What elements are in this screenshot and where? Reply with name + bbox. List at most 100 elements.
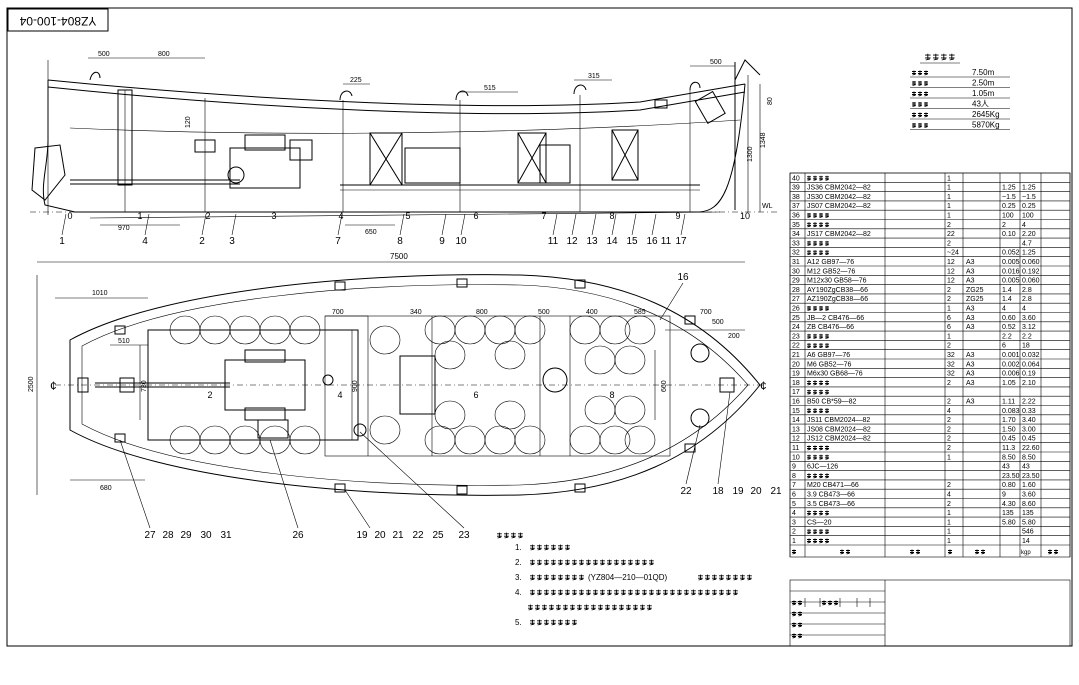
cell-total-weight: 546 bbox=[1022, 529, 1034, 536]
leader-number: 21 bbox=[770, 486, 782, 497]
particular-value: 5870Kg bbox=[972, 121, 1000, 130]
table-row: 17 bbox=[792, 389, 829, 396]
cell-material: ZG25 bbox=[966, 296, 984, 303]
cell-total-weight: 4.7 bbox=[1022, 240, 1032, 247]
leader-number: 22 bbox=[412, 530, 424, 541]
cell-total-weight: 4 bbox=[1022, 222, 1026, 229]
cell-qty: 2 bbox=[947, 343, 951, 350]
cell-unit-weight: 0.25 bbox=[1002, 203, 1016, 210]
cell-unit-weight: 0.10 bbox=[1002, 231, 1016, 238]
leader-number: 16 bbox=[677, 272, 689, 283]
cell-no: 4 bbox=[792, 510, 796, 517]
dim-side-top-5: 315 bbox=[588, 73, 600, 80]
cell-no: 18 bbox=[792, 380, 800, 387]
cell-total-weight: 23.50 bbox=[1022, 473, 1040, 480]
dim-side-bottom-2: 650 bbox=[365, 229, 377, 236]
plan-dimension-lines bbox=[36, 275, 745, 495]
cell-no: 34 bbox=[792, 231, 800, 238]
dim-plan-top-2: 700 bbox=[332, 309, 344, 316]
title-block-glyph bbox=[792, 611, 802, 617]
cell-total-weight: 8.60 bbox=[1022, 501, 1036, 508]
cell-unit-weight: 0.083 bbox=[1002, 408, 1020, 415]
header-glyph bbox=[975, 549, 985, 555]
overall-length: 7500 bbox=[390, 252, 408, 261]
cell-no: 36 bbox=[792, 213, 800, 220]
cell-name: M12x30 GB58—76 bbox=[807, 278, 867, 285]
hull-outline-inner bbox=[81, 284, 749, 486]
drawing-number: YZ804-100-04 bbox=[19, 14, 96, 28]
cell-material: A3 bbox=[966, 371, 975, 378]
leader-number: 10 bbox=[455, 236, 467, 247]
cell-name: M20 CB471—66 bbox=[807, 482, 859, 489]
station-label: 8 bbox=[609, 211, 614, 221]
cell-qty: 2 bbox=[947, 482, 951, 489]
leader-number: 25 bbox=[432, 530, 444, 541]
cell-no: 1 bbox=[792, 538, 796, 545]
dim-side-top-3: 225 bbox=[350, 77, 362, 84]
cell-name: JB—2 CB476—66 bbox=[807, 315, 864, 322]
cell-name-glyphs bbox=[807, 529, 829, 535]
cell-qty: 2 bbox=[947, 399, 951, 406]
cell-no: 23 bbox=[792, 333, 800, 340]
particular-label bbox=[912, 112, 928, 118]
dim-plan-side-1: 510 bbox=[118, 338, 130, 345]
leader-number: 14 bbox=[606, 236, 618, 247]
cell-total-weight: 0.032 bbox=[1022, 352, 1040, 359]
stem-profile bbox=[734, 59, 761, 81]
cell-total-weight: 1.25 bbox=[1022, 250, 1036, 257]
particular-value: 1.05m bbox=[972, 89, 995, 98]
dim-plan-side-2: 730 bbox=[141, 380, 148, 392]
bow-block bbox=[654, 99, 668, 109]
cell-name-glyphs bbox=[807, 380, 829, 386]
cell-total-weight: 2.8 bbox=[1022, 296, 1032, 303]
cell-name-glyphs bbox=[807, 250, 829, 256]
cell-no: 2 bbox=[792, 529, 796, 536]
cell-qty: 2 bbox=[947, 287, 951, 294]
cell-total-weight: 0.064 bbox=[1022, 361, 1040, 368]
note-text-glyphs bbox=[530, 589, 738, 596]
note-text-glyphs bbox=[530, 574, 584, 581]
leader-number: 22 bbox=[680, 486, 692, 497]
note-text-glyphs bbox=[530, 544, 570, 551]
cell-total-weight: 100 bbox=[1022, 213, 1034, 220]
cell-name: M6 GB52—76 bbox=[807, 361, 851, 368]
leader-number: 20 bbox=[750, 486, 762, 497]
note-number: 3. bbox=[515, 573, 522, 582]
cell-qty: 2 bbox=[947, 222, 951, 229]
cell-name: AY190ZgCB38—66 bbox=[807, 287, 868, 294]
cell-total-weight: 8.50 bbox=[1022, 454, 1036, 461]
cell-no: 10 bbox=[792, 454, 800, 461]
dim-plan-top-6: 400 bbox=[586, 309, 598, 316]
cell-total-weight: 3.00 bbox=[1022, 426, 1036, 433]
cell-name: JS07 CBM2042—82 bbox=[807, 203, 871, 210]
cell-unit-weight: 1.05 bbox=[1002, 380, 1016, 387]
cell-total-weight: 4 bbox=[1022, 306, 1026, 313]
cell-no: 30 bbox=[792, 268, 800, 275]
cell-name-glyphs bbox=[807, 240, 829, 246]
stern-bitt bbox=[119, 377, 135, 393]
keel-line bbox=[75, 83, 746, 213]
dim-plan-bottom-1: 680 bbox=[100, 485, 112, 492]
sheer-line bbox=[47, 79, 746, 107]
cell-unit-weight: 5.80 bbox=[1002, 519, 1016, 526]
cell-total-weight: 3.12 bbox=[1022, 324, 1036, 331]
cell-no: 28 bbox=[792, 287, 800, 294]
cell-no: 11 bbox=[792, 445, 799, 452]
dim-plan-top-10: 200 bbox=[728, 333, 740, 340]
header-glyph bbox=[948, 549, 952, 555]
dim-side-bottom-1: 970 bbox=[118, 225, 130, 232]
cell-qty: 4 bbox=[947, 408, 951, 415]
cell-name: JS08 CBM2024—82 bbox=[807, 426, 871, 433]
cell-unit-weight: 0.052 bbox=[1002, 250, 1020, 257]
note-text-glyphs bbox=[528, 604, 652, 611]
cell-total-weight: 0.060 bbox=[1022, 259, 1040, 266]
leader-number: 26 bbox=[292, 530, 304, 541]
